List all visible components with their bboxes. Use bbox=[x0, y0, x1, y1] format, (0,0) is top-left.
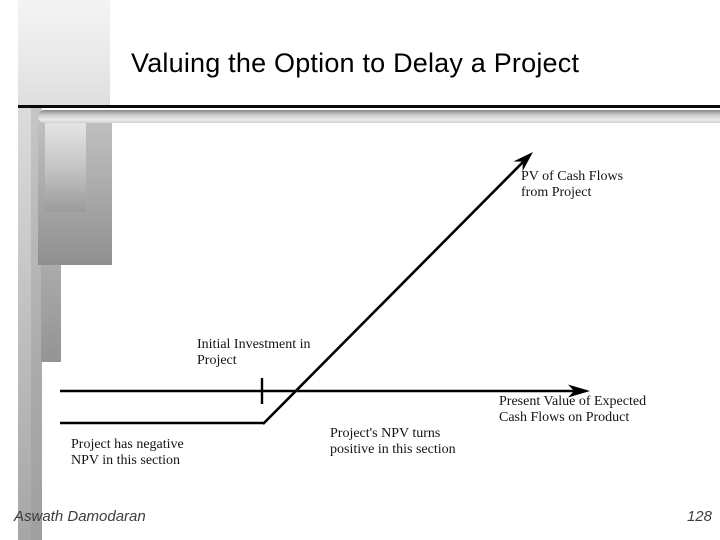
footer-page-number: 128 bbox=[686, 508, 712, 525]
decoration-left-strip-1 bbox=[18, 105, 31, 540]
x-axis-arrowhead bbox=[568, 384, 590, 398]
label-negative-npv: Project has negative NPV in this section bbox=[71, 437, 184, 468]
label-positive-npv: Project's NPV turns positive in this sec… bbox=[330, 426, 456, 457]
decoration-mid-block bbox=[41, 265, 61, 362]
decoration-left-strip-2 bbox=[31, 105, 42, 540]
title-divider-line bbox=[18, 105, 720, 108]
decoration-horizontal-bar bbox=[38, 110, 720, 123]
decoration-inner-block bbox=[45, 120, 86, 212]
label-initial-investment: Initial Investment in Project bbox=[197, 337, 311, 368]
footer-author: Aswath Damodaran bbox=[14, 508, 146, 525]
diagonal-arrowhead bbox=[513, 152, 533, 172]
label-pv-cash-flows: PV of Cash Flows from Project bbox=[521, 169, 624, 200]
label-present-value-expected: Present Value of Expected Cash Flows on … bbox=[499, 394, 647, 425]
decoration-top-block bbox=[18, 0, 110, 105]
diagonal-payoff-line bbox=[262, 160, 525, 425]
slide-title: Valuing the Option to Delay a Project bbox=[131, 48, 580, 78]
